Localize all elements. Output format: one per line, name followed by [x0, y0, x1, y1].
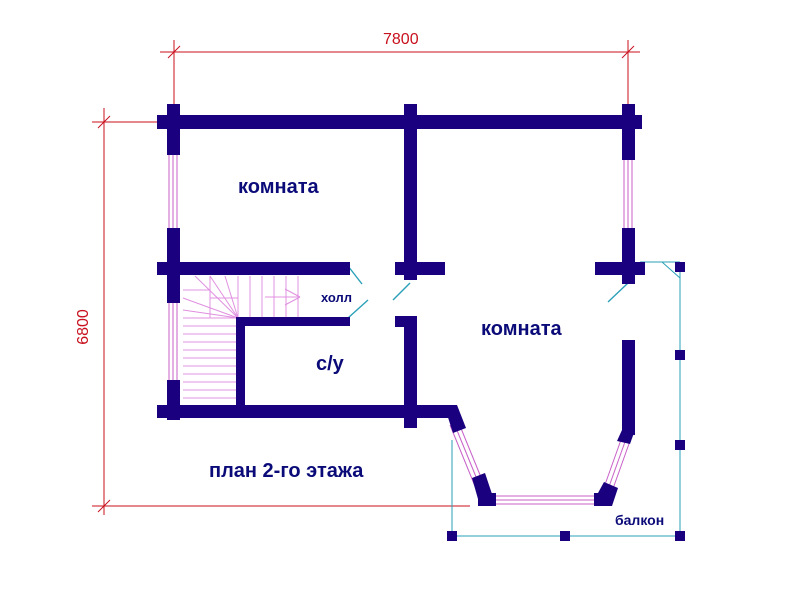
stairs-direction-arrow	[265, 288, 301, 306]
wall-right-stub	[595, 262, 645, 275]
width-dimension-tick-right	[621, 45, 635, 59]
wall-top	[157, 115, 642, 129]
door-balcony-inner	[607, 282, 629, 303]
dimension-lines	[92, 40, 640, 515]
wall-left-upper	[167, 115, 180, 155]
width-dimension-label: 7800	[383, 31, 419, 48]
hall-label: холл	[321, 290, 353, 305]
height-dimension-label: 6800	[74, 309, 92, 345]
balcony-label: балкон	[615, 512, 665, 528]
wall-bottom	[157, 405, 457, 418]
doors	[347, 265, 629, 319]
bathroom-label: с/у	[316, 353, 344, 375]
balcony-post	[447, 531, 457, 541]
stairs	[182, 275, 301, 399]
wall-middle-lower	[404, 316, 417, 428]
balcony-post	[675, 350, 685, 360]
wall-middle-stub-upper	[395, 262, 445, 275]
balcony-post	[560, 531, 570, 541]
balcony-post	[675, 531, 685, 541]
wall-bathroom-top	[236, 317, 350, 326]
height-dimension-tick-top	[97, 115, 111, 129]
wall-right-upper	[622, 115, 635, 160]
window-left-lower	[168, 303, 178, 380]
wall-right-lower	[622, 228, 635, 284]
height-dimension-tick-bottom	[97, 499, 111, 513]
width-dimension-tick-left	[167, 45, 181, 59]
wall-bay-right-lower	[598, 482, 618, 506]
door-bathroom	[347, 299, 369, 319]
plan-title: план 2-го этажа	[209, 460, 364, 482]
wall-bay-left-upper	[444, 405, 466, 433]
room-right-label: комната	[481, 318, 562, 340]
wall-middle-upper	[404, 115, 417, 280]
balcony-door-swing	[661, 261, 681, 279]
window-bay-bottom	[496, 495, 594, 505]
stairs-winder	[182, 275, 239, 319]
wall-bay-right-upper	[617, 430, 635, 444]
balcony-post	[675, 262, 685, 272]
wall-middle-stub-lower	[395, 316, 417, 327]
room-top-label: комната	[238, 176, 319, 198]
balcony-post	[675, 440, 685, 450]
door-room-right	[392, 282, 411, 301]
wall-bay-bottom-left	[478, 493, 496, 506]
stairs-lower-flight	[183, 317, 238, 399]
wall-stair-inner	[236, 317, 245, 412]
door-room-top	[347, 265, 363, 285]
window-right-top	[623, 160, 633, 228]
window-left-top	[168, 155, 178, 228]
wall-bay-right-vertical	[622, 340, 635, 435]
balcony	[447, 261, 685, 541]
wall-room-top-bottom	[157, 262, 350, 275]
walls	[157, 104, 645, 506]
